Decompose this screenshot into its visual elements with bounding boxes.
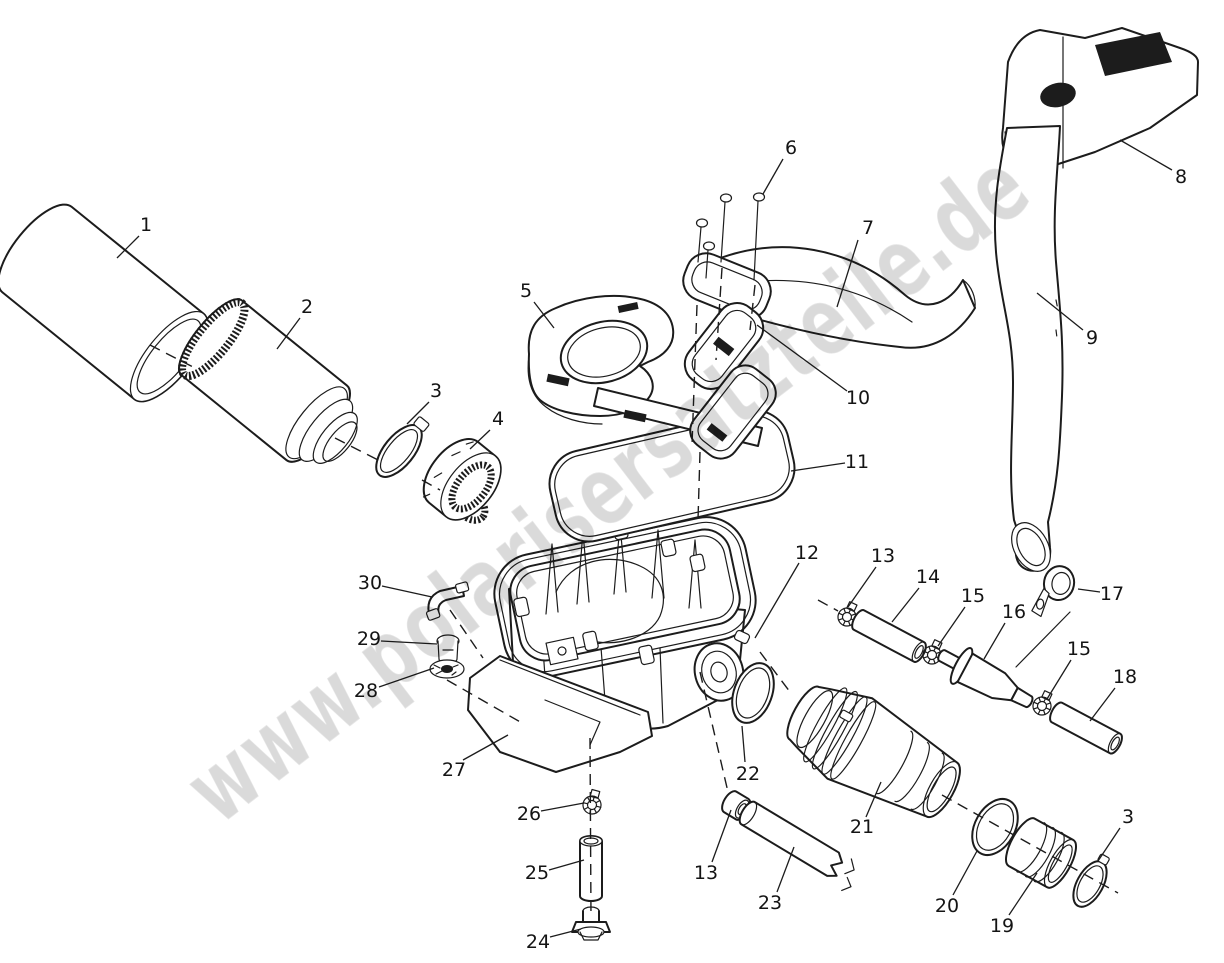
callout-leader-13 — [847, 566, 877, 608]
part-label-20: 20 — [935, 895, 959, 917]
plug-29 — [436, 634, 460, 664]
callout-leader-7 — [836, 239, 859, 308]
air-box-outlet-port — [693, 642, 745, 702]
callout-leader-13 — [711, 809, 732, 863]
callout-leader-21 — [865, 781, 882, 818]
callout-leader-29 — [380, 640, 438, 645]
part-label-7: 7 — [862, 217, 874, 239]
part-label-17: 17 — [1100, 583, 1124, 605]
callout-leader-10 — [756, 324, 848, 392]
callout-leader-27 — [462, 734, 509, 761]
callout-leader-8 — [1119, 139, 1173, 171]
part-label-11: 11 — [845, 451, 869, 473]
part-label-25: 25 — [525, 862, 549, 884]
part-label-27: 27 — [442, 759, 466, 781]
hose-18 — [1049, 701, 1123, 755]
callout-leader-25 — [548, 859, 585, 871]
part-label-3: 3 — [1122, 806, 1134, 828]
part-label-1: 1 — [140, 214, 152, 236]
part-label-8: 8 — [1175, 166, 1187, 188]
callout-leader-11 — [790, 462, 846, 472]
part-label-16: 16 — [1002, 601, 1026, 623]
part-snorkel-drawing — [993, 125, 1064, 572]
part-fasteners-drawing — [425, 581, 470, 679]
part-clamp-upper-drawing — [375, 416, 430, 478]
part-label-6: 6 — [785, 137, 797, 159]
part-label-18: 18 — [1113, 666, 1137, 688]
callout-leader-9 — [1036, 292, 1084, 331]
callout-leader-22 — [741, 725, 746, 763]
part-label-15: 15 — [1067, 638, 1091, 660]
hose-14 — [851, 609, 927, 663]
valve-16 — [937, 647, 1034, 709]
callout-leader-19 — [1008, 872, 1038, 916]
washer-28 — [429, 659, 465, 679]
callout-leader-30 — [381, 585, 433, 598]
part-screws-drawing — [695, 192, 766, 281]
part-label-13: 13 — [694, 862, 718, 884]
part-boot-drawing — [786, 685, 961, 819]
callout-leader-4 — [469, 429, 491, 450]
part-label-9: 9 — [1086, 327, 1098, 349]
part-label-10: 10 — [846, 387, 870, 409]
part-label-30: 30 — [358, 572, 382, 594]
part-label-29: 29 — [357, 628, 381, 650]
callout-leader-3 — [406, 401, 430, 425]
part-label-4: 4 — [492, 408, 504, 430]
part-label-3: 3 — [430, 380, 442, 402]
callout-leader-23 — [776, 846, 795, 893]
callout-leader-26 — [540, 802, 585, 812]
callout-leader-5 — [533, 301, 555, 329]
callout-leader-20 — [952, 850, 978, 896]
part-label-21: 21 — [850, 816, 874, 838]
callout-leader-3 — [1097, 827, 1121, 862]
clip-17 — [1031, 565, 1076, 618]
callout-leader-6 — [762, 158, 784, 195]
art-layer — [0, 27, 1199, 941]
part-cover-drawing — [527, 294, 763, 447]
part-label-12: 12 — [795, 542, 819, 564]
part-hose-23-drawing — [738, 800, 855, 892]
part-label-19: 19 — [990, 915, 1014, 937]
part-vent-chain-drawing — [834, 565, 1123, 755]
part-oring-22-drawing — [731, 662, 775, 724]
callout-leader-16 — [983, 622, 1006, 660]
callout-leader-17 — [1077, 588, 1101, 593]
part-label-26: 26 — [517, 803, 541, 825]
part-label-22: 22 — [736, 763, 760, 785]
callout-leader-18 — [1089, 687, 1116, 722]
centerlines — [149, 267, 1119, 919]
part-gasket-drawing — [683, 302, 777, 460]
part-adapter-drawing — [1005, 817, 1077, 889]
callout-leader-12 — [754, 562, 800, 639]
part-label-2: 2 — [301, 296, 313, 318]
callout-leader-15 — [1046, 659, 1072, 700]
part-filter-element-drawing — [178, 298, 358, 464]
bracket-30 — [425, 581, 470, 621]
clamp-26 — [580, 787, 606, 817]
part-label-13: 13 — [871, 545, 895, 567]
callout-leader-1 — [116, 235, 140, 259]
part-label-5: 5 — [520, 280, 532, 302]
part-duct-drawing — [682, 246, 976, 349]
callout-leader-15 — [937, 606, 966, 647]
part-retainer-nut-drawing — [422, 438, 502, 521]
part-label-23: 23 — [758, 892, 782, 914]
callout-leader-14 — [891, 587, 920, 623]
part-drain-stack-drawing — [571, 787, 611, 941]
part-label-28: 28 — [354, 680, 378, 702]
part-label-15: 15 — [961, 585, 985, 607]
callout-leader-24 — [549, 928, 582, 938]
callout-leader-2 — [276, 317, 301, 350]
part-label-24: 24 — [526, 931, 550, 953]
drain-valve-24 — [571, 906, 611, 941]
callout-leader-28 — [378, 667, 435, 688]
part-label-14: 14 — [916, 566, 940, 588]
part-shield-drawing — [467, 655, 653, 773]
